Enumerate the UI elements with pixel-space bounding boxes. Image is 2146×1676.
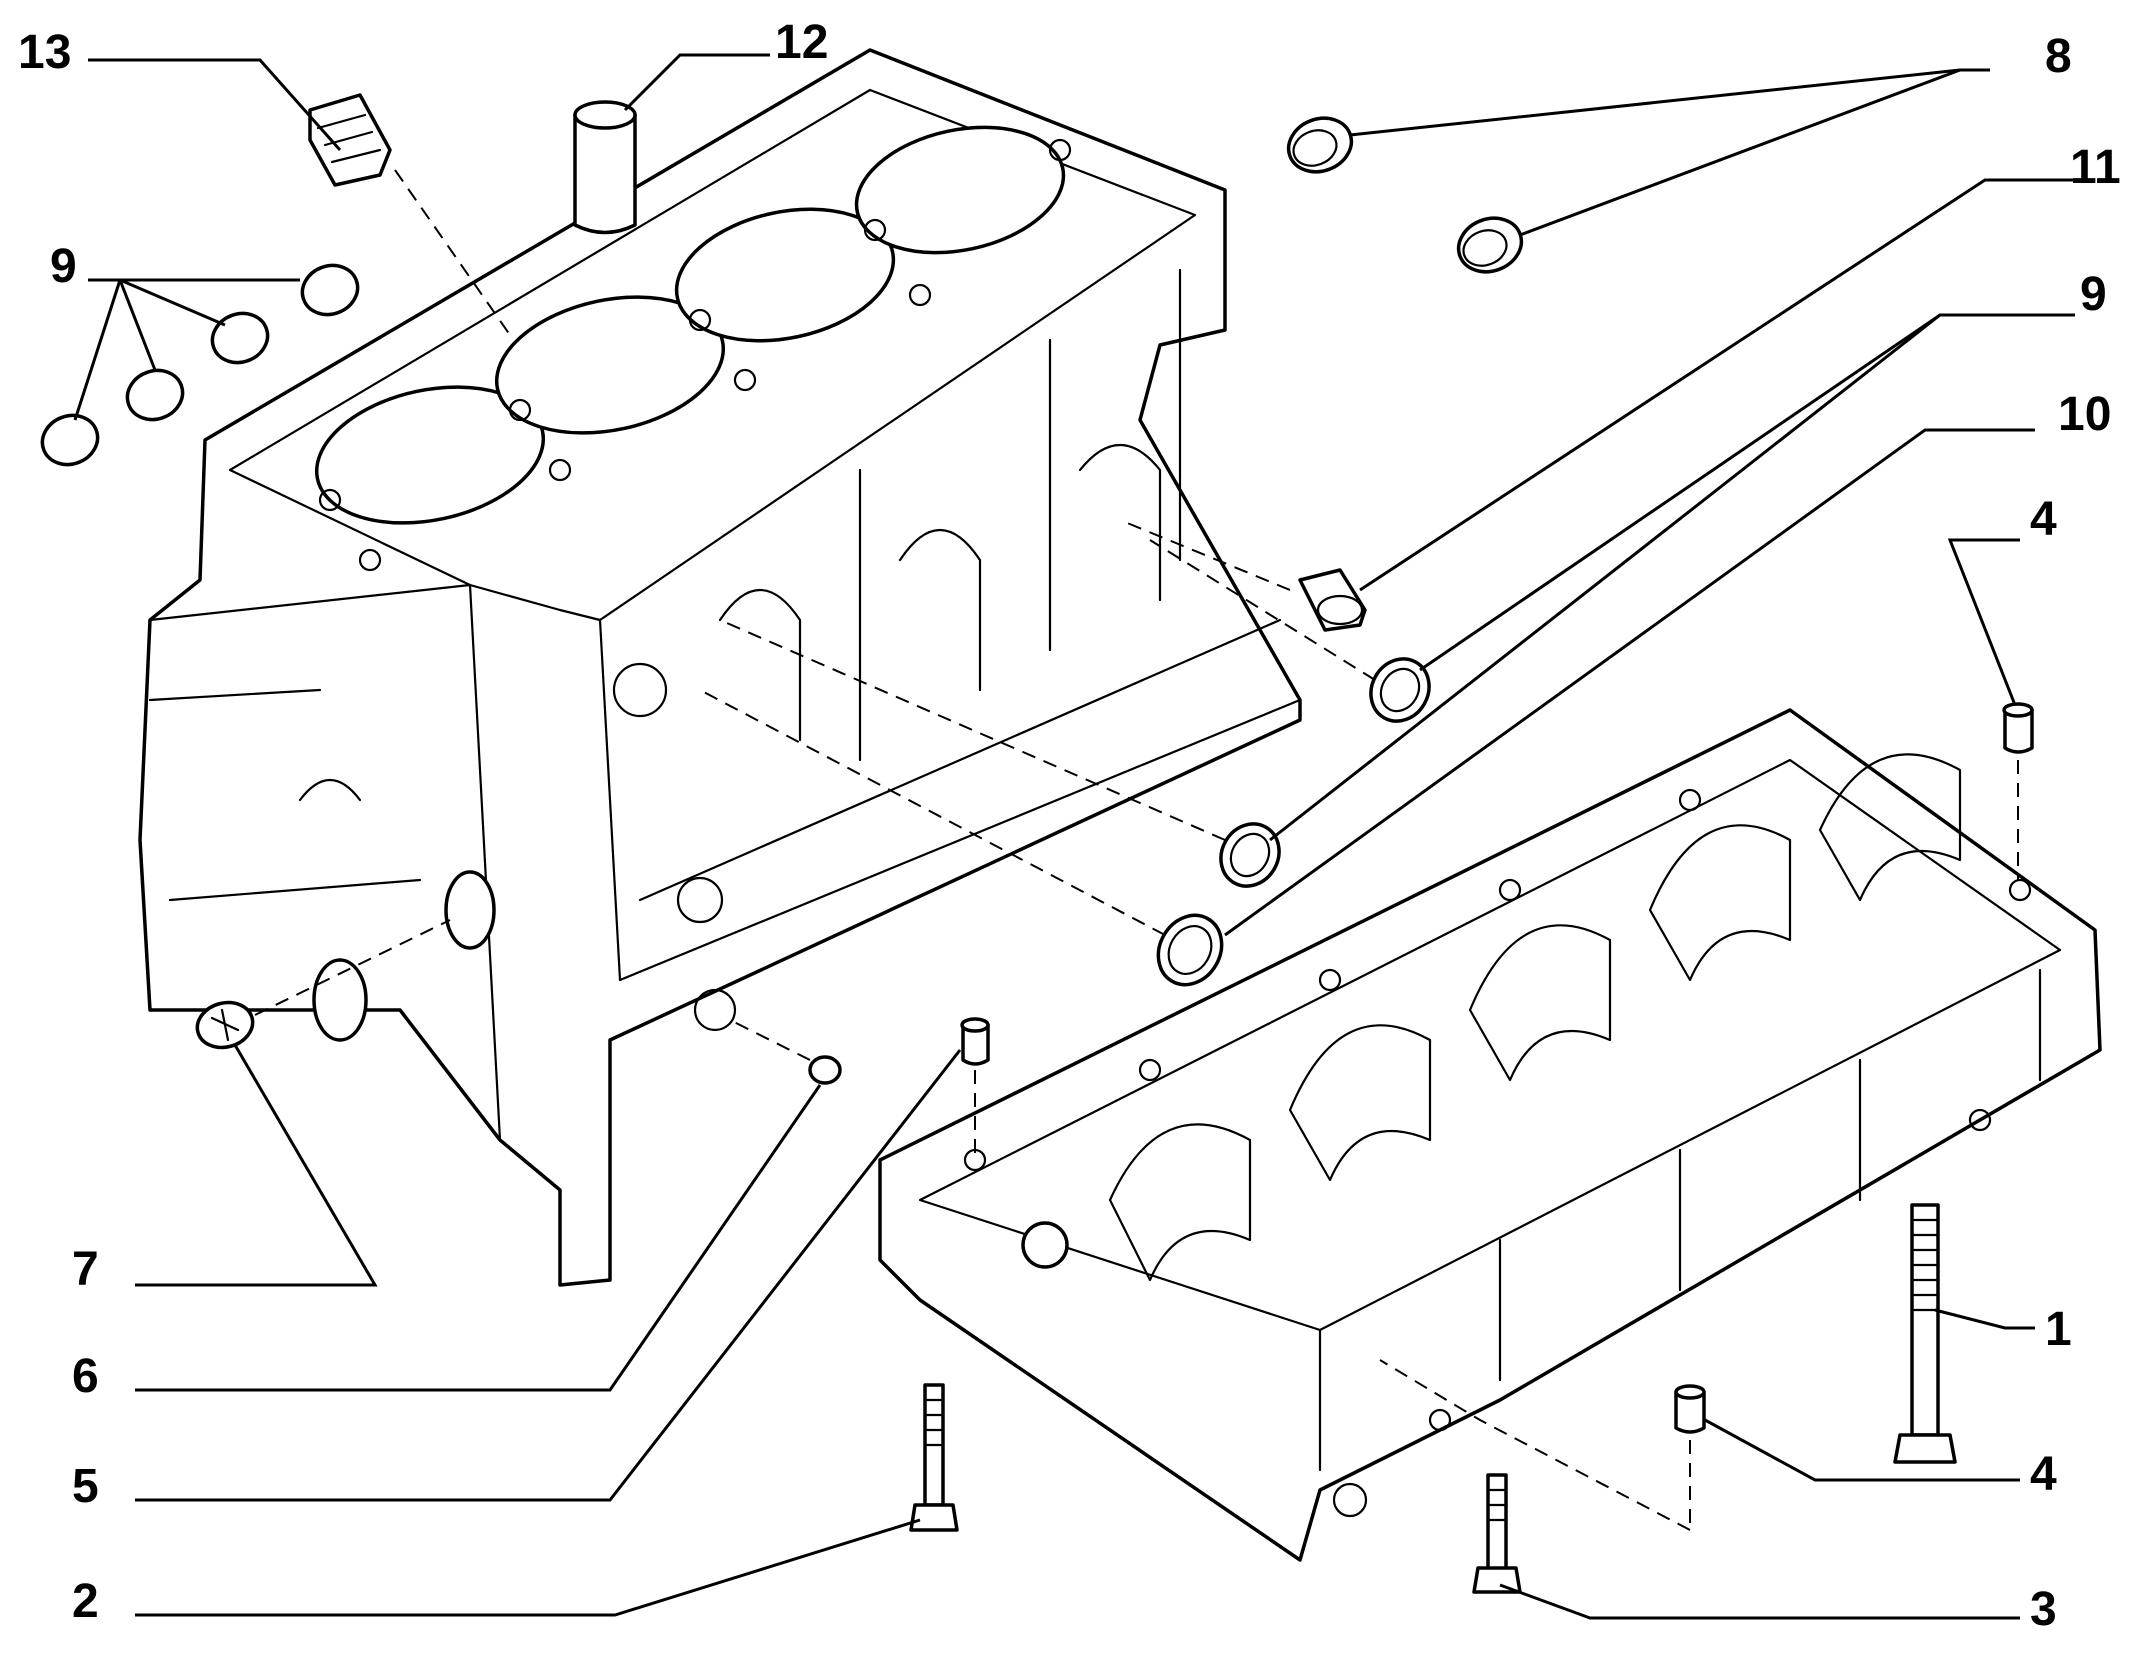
part-8-core-plug-a	[1286, 116, 1354, 174]
callout-labels: 13 12 8 11 9 9 10 4 7 6 1 5 4 2 3	[18, 16, 2121, 1636]
cylinder-bore-3	[674, 207, 896, 343]
part-4-dowel-bottom	[1674, 1384, 1706, 1434]
callout-2: 2	[72, 1575, 99, 1628]
callout-11: 11	[2070, 141, 2121, 194]
cylinder-bore-2	[494, 295, 726, 435]
callout-4-bottom: 4	[2030, 1448, 2057, 1501]
callout-6: 6	[72, 1350, 99, 1403]
crankcase-bedplate	[878, 708, 2102, 1562]
assembly-axis-lines	[254, 169, 2019, 1531]
callout-9-right: 9	[2080, 268, 2107, 321]
callout-12: 12	[775, 16, 828, 69]
cylinder-bore-4	[854, 125, 1066, 255]
callout-7: 7	[72, 1243, 99, 1296]
part-12-dowel-sleeve	[573, 100, 637, 235]
callout-1: 1	[2045, 1303, 2072, 1356]
part-4-dowel-top	[2002, 702, 2034, 754]
callout-13: 13	[18, 26, 71, 79]
part-7-plug	[195, 1000, 255, 1050]
leader-lines	[73, 53, 2075, 1620]
part-2-bolt	[909, 1383, 959, 1532]
callout-3: 3	[2030, 1583, 2057, 1636]
callout-9-left: 9	[50, 240, 77, 293]
cylinder-bore-1	[314, 385, 546, 525]
part-9-seal-plug-right	[1369, 657, 1431, 723]
part-8-core-plug-b	[1456, 216, 1524, 274]
callout-8: 8	[2045, 30, 2072, 83]
callout-4-top: 4	[2030, 493, 2057, 546]
part-1-main-bearing-bolt	[1893, 1203, 1957, 1464]
cylinder-block	[138, 48, 1302, 1287]
callout-5: 5	[72, 1460, 99, 1513]
part-11-plug-screw	[1298, 568, 1367, 632]
part-6-small-plug	[808, 1055, 842, 1085]
part-9-core-plugs-left	[40, 263, 360, 467]
callout-10: 10	[2058, 388, 2111, 441]
part-13-threaded-plug	[308, 93, 392, 187]
part-10-seal-plug-b	[1156, 913, 1224, 987]
part-5-dowel	[960, 1017, 990, 1066]
part-10-seal-plug-a	[1219, 822, 1281, 888]
part-3-bolt	[1472, 1473, 1522, 1594]
